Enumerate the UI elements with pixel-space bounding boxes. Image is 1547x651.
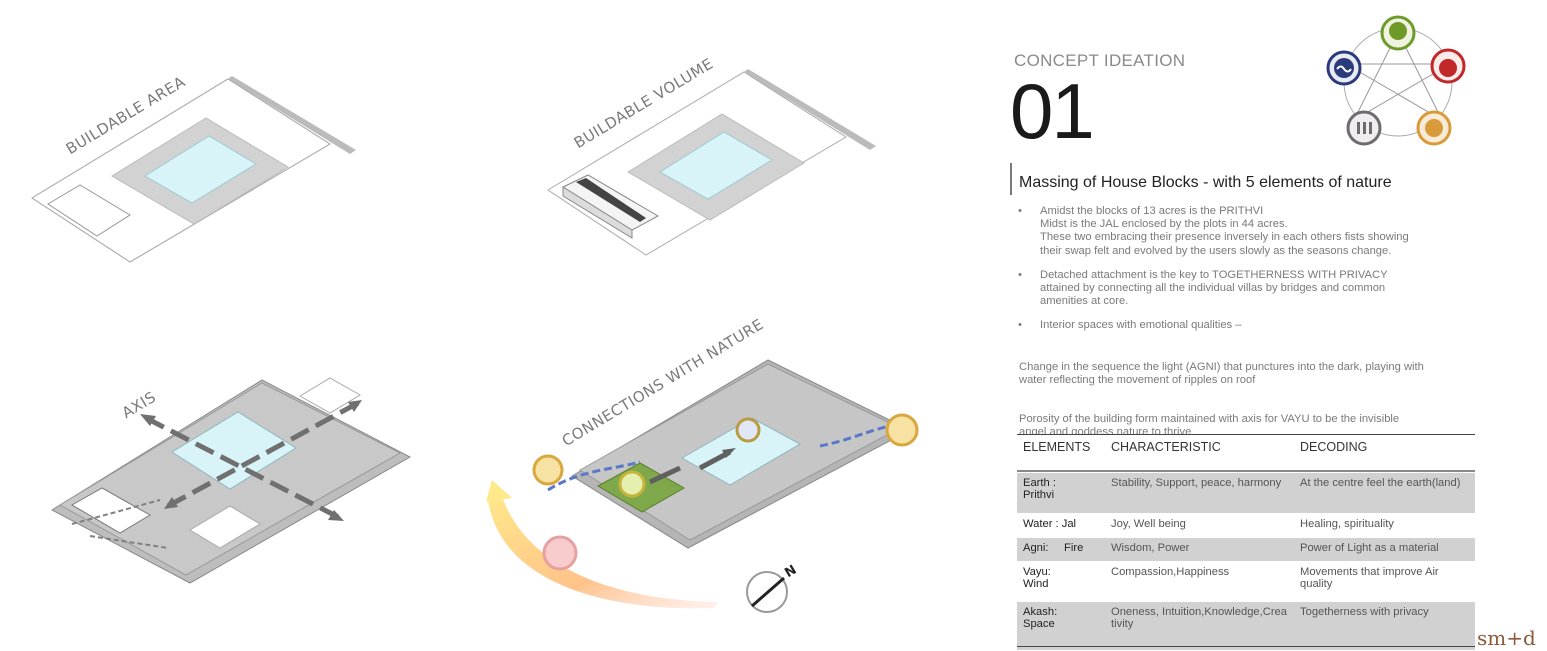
row-characteristic: Compassion,Happiness	[1111, 566, 1230, 578]
row-decoding: Healing, spirituality	[1300, 518, 1394, 530]
para-vayu: Porosity of the building form maintained…	[1019, 413, 1400, 434]
north-compass-icon	[746, 571, 788, 613]
space-bars-icon	[1346, 110, 1382, 146]
table-row: Akash: Space Oneness, Intuition,Knowledg…	[1017, 601, 1475, 650]
bullet-prithvi-jal: Amidst the blocks of 13 acres is the PRI…	[1018, 205, 1418, 258]
five-elements-wheel	[1326, 15, 1466, 146]
row-element: Akash: Space	[1023, 606, 1058, 630]
earth-tree-icon	[1380, 15, 1416, 51]
water-wave-icon	[1326, 50, 1362, 86]
table-row: Water : Jal Joy, Well being Healing, spi…	[1017, 513, 1475, 537]
table-row: Earth : Prithvi Stability, Support, peac…	[1017, 472, 1475, 513]
bullet-interior-spaces: Interior spaces with emotional qualities…	[1018, 319, 1418, 332]
header-elements: ELEMENTS	[1023, 440, 1091, 454]
table-bottom-rule	[1017, 646, 1475, 647]
row-characteristic: Stability, Support, peace, harmony	[1111, 477, 1282, 489]
header-decoding: DECODING	[1300, 440, 1368, 454]
massing-diagrams	[31, 69, 919, 613]
buildable-volume-diagram	[547, 69, 876, 256]
row-decoding: At the centre feel the earth(land)	[1300, 477, 1461, 489]
concept-bullets: Amidst the blocks of 13 acres is the PRI…	[1018, 205, 1418, 344]
row-decoding: Power of Light as a material	[1300, 542, 1439, 554]
table-header: ELEMENTS CHARACTERISTIC DECODING	[1017, 435, 1475, 472]
brand-logo: sm+d	[1477, 626, 1536, 650]
concept-ideation-label: CONCEPT IDEATION	[1014, 51, 1186, 70]
axis-diagram	[50, 377, 412, 584]
row-decoding: Movements that improve Air quality	[1300, 566, 1439, 590]
fire-flame-icon	[1430, 48, 1466, 84]
buildable-area-diagram	[31, 76, 356, 263]
table-row: Vayu: Wind Compassion,Happiness Movement…	[1017, 561, 1475, 601]
row-element: Water : Jal	[1023, 518, 1077, 530]
row-characteristic: Wisdom, Power	[1111, 542, 1190, 554]
row-characteristic: Joy, Well being	[1111, 518, 1186, 530]
section-accent-bar	[1010, 163, 1012, 195]
air-shell-icon	[1416, 110, 1452, 146]
para-agni: Change in the sequence the light (AGNI) …	[1019, 361, 1424, 386]
section-heading: Massing of House Blocks - with 5 element…	[1019, 174, 1392, 191]
bullet-togetherness: Detached attachment is the key to TOGETH…	[1018, 269, 1418, 309]
row-decoding: Togetherness with privacy	[1300, 606, 1429, 618]
connections-with-nature-diagram	[486, 359, 919, 613]
elements-table: ELEMENTS CHARACTERISTIC DECODING Earth :…	[1017, 434, 1475, 650]
concept-number: 01	[1010, 67, 1095, 155]
row-element: Agni: Fire	[1023, 542, 1084, 554]
header-characteristic: CHARACTERISTIC	[1111, 440, 1221, 454]
table-row: Agni: Fire Wisdom, Power Power of Light …	[1017, 537, 1475, 561]
row-element: Earth : Prithvi	[1023, 477, 1056, 501]
row-characteristic: Oneness, Intuition,Knowledge,Creativity	[1111, 606, 1288, 630]
row-element: Vayu: Wind	[1023, 566, 1051, 590]
